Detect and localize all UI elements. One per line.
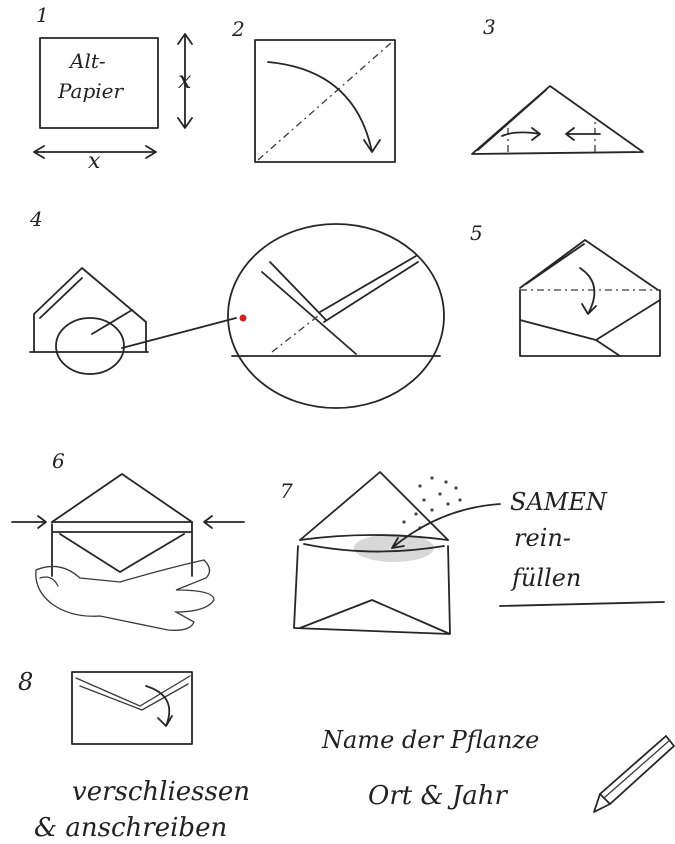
step-6-number: 6 [52, 449, 65, 473]
label-line-place-year: Ort & Jahr [368, 781, 509, 811]
step-4-number: 4 [29, 207, 43, 231]
triangle-fold-lines [508, 118, 595, 152]
envelope-6-flap [52, 474, 192, 522]
step-1: 1 Alt- Papier x x [34, 3, 192, 174]
seed-note-line3: füllen [510, 564, 581, 592]
paper-label-line1: Alt- [68, 49, 106, 73]
step-4: 4 [29, 207, 444, 408]
step-3: 3 [472, 15, 643, 154]
label-line-plant-name: Name der Pflanze [321, 726, 539, 754]
step-6: 6 [12, 449, 244, 630]
step-5: 5 [470, 221, 660, 356]
seed-note-underline [500, 602, 664, 606]
step-5-number: 5 [470, 221, 483, 245]
envelope-top-flap [520, 240, 658, 290]
seal-note-line1: verschliessen [72, 777, 250, 807]
house-fold-shape [34, 268, 146, 352]
zoom-circle-small [56, 318, 124, 374]
zoom-detail-lines [262, 256, 418, 354]
fold-down-arrow-icon [580, 268, 596, 314]
envelope-body [520, 290, 660, 356]
step-2-number: 2 [231, 17, 245, 41]
push-arrow-right-icon [204, 516, 244, 528]
fold-arrow-icon [268, 62, 380, 152]
step-3-number: 3 [483, 15, 496, 39]
zoom-circle-large [228, 224, 444, 408]
folded-triangle [472, 86, 643, 154]
zoom-detail-fold [272, 316, 318, 352]
step-7: 7 SAMEN rein- füllen [280, 472, 664, 634]
zoom-connector-line [122, 318, 236, 348]
hand-illustration [36, 560, 214, 630]
step-8: 8 verschliessen & anschreiben [18, 668, 250, 843]
seed-note-line2: rein- [514, 524, 571, 552]
step-2: 2 [231, 17, 395, 162]
sealed-envelope-flap [76, 676, 190, 710]
diagonal-fold-line [258, 42, 392, 160]
seal-note-line2: & anschreiben [34, 813, 227, 843]
step-1-number: 1 [36, 3, 49, 27]
step-8-number: 8 [18, 668, 33, 696]
marker-dot [240, 315, 247, 322]
push-arrow-left-icon [12, 516, 46, 528]
step-7-number: 7 [280, 479, 293, 503]
pencil-icon [594, 736, 674, 812]
seed-note-line1: SAMEN [510, 488, 608, 516]
paper-label-line2: Papier [57, 79, 125, 103]
envelope-7-flap [300, 472, 448, 540]
horizontal-dimension-label: x [88, 149, 101, 174]
vertical-dimension-label: x [178, 66, 192, 94]
sealed-envelope [72, 672, 192, 744]
envelope-label-example: Name der Pflanze Ort & Jahr [321, 726, 674, 812]
